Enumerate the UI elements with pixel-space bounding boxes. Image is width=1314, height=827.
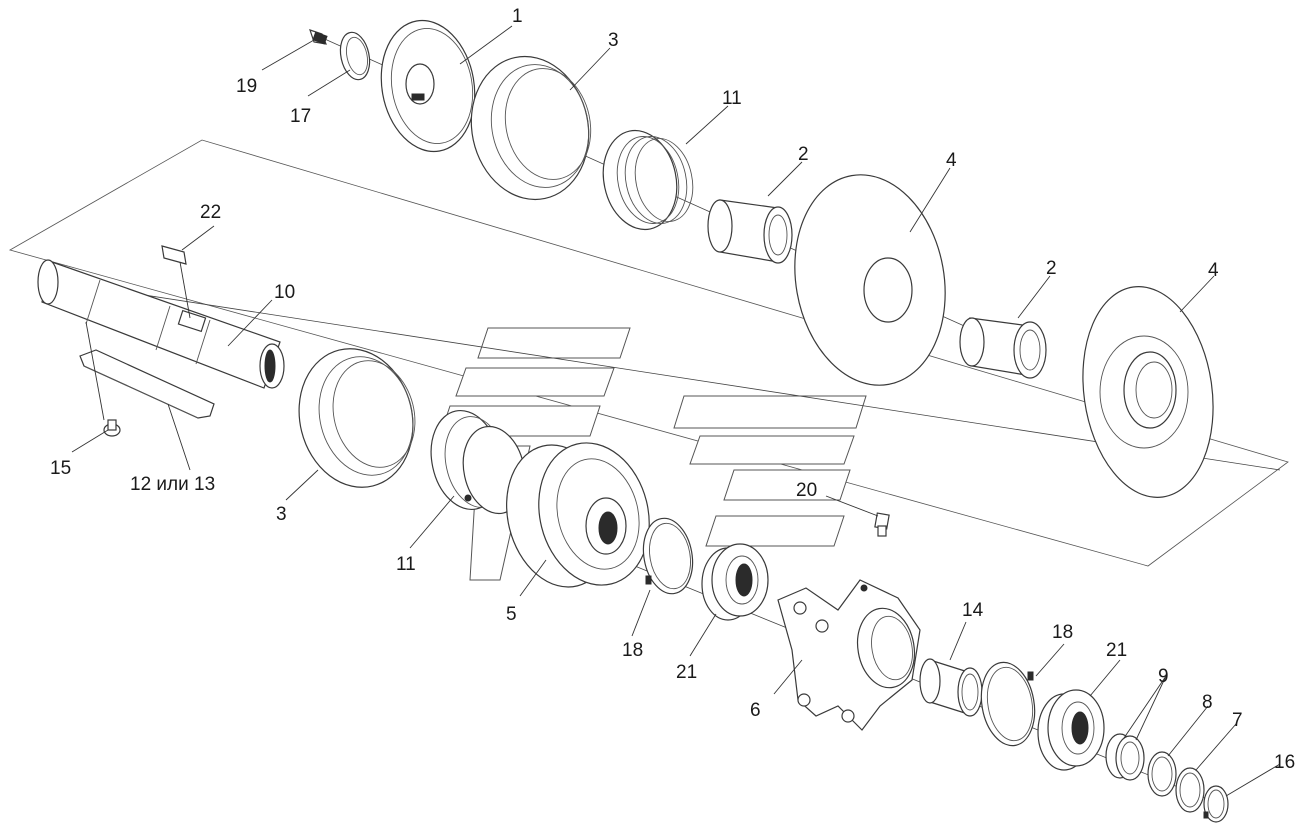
callout-labels: 1 3 11 2 4 2 4 19 17 22 10 15 12 или 13 … (50, 6, 1295, 773)
axis-lower (59, 281, 1281, 471)
callout-6: 6 (750, 700, 761, 721)
callout-9: 9 (1158, 666, 1169, 687)
callout-2-upper: 2 (798, 144, 809, 165)
part-7-ring (1175, 767, 1205, 813)
callout-4-lower: 4 (1208, 260, 1219, 281)
callout-12-or-13: 12 или 13 (130, 474, 215, 495)
part-14-sleeve (919, 658, 983, 717)
callout-14: 14 (962, 600, 984, 621)
callout-15: 15 (50, 458, 71, 479)
part-10-shaft (37, 259, 285, 389)
part-11-spring-upper (602, 129, 694, 231)
callout-17: 17 (290, 106, 311, 127)
callout-2-lower: 2 (1046, 258, 1057, 279)
part-4-flanged-disc (1082, 286, 1214, 498)
part-2-bushing-lower (959, 317, 1047, 379)
callout-21-left: 21 (676, 662, 697, 683)
callout-3-lower: 3 (276, 504, 287, 525)
part-6-bracket (777, 579, 921, 731)
part-2-bushing-upper (707, 199, 793, 264)
callout-18-right: 18 (1052, 622, 1073, 643)
part-12-or-13-bar (79, 349, 215, 419)
part-22-key (161, 245, 187, 265)
part-16-circlip (1203, 785, 1229, 823)
part-3-seal-housing-upper (470, 55, 592, 201)
part-4-flat-disc (794, 174, 946, 386)
callout-22: 22 (200, 202, 221, 223)
part-3-seal-housing-lower (298, 348, 416, 488)
part-18-snap-ring-left (642, 517, 694, 595)
part-19-grease-fitting (309, 29, 328, 45)
callout-11-upper: 11 (722, 88, 742, 109)
part-9-seal-rings (1105, 733, 1145, 781)
callout-4-upper: 4 (946, 150, 957, 171)
callout-5: 5 (506, 604, 517, 625)
part-21-bearing-right (1037, 689, 1105, 771)
part-21-bearing-left (701, 543, 769, 621)
part-8-ring (1147, 751, 1177, 797)
callout-21-right: 21 (1106, 640, 1127, 661)
callout-11-lower: 11 (396, 554, 416, 575)
leader-lines (71, 25, 1281, 797)
part-20-grease-fitting (874, 512, 890, 537)
callout-1: 1 (512, 6, 523, 27)
part-18-snap-ring-right (980, 661, 1036, 747)
callout-19: 19 (236, 76, 257, 97)
callout-10: 10 (274, 282, 295, 303)
part-15-bolt (103, 419, 121, 437)
callout-20: 20 (796, 480, 817, 501)
callout-7: 7 (1232, 710, 1243, 731)
callout-8: 8 (1202, 692, 1213, 713)
callout-3-upper: 3 (608, 30, 619, 51)
part-1-cover-disc (380, 19, 476, 153)
callout-18-left: 18 (622, 640, 643, 661)
callout-16: 16 (1274, 752, 1295, 773)
part-5-roller-body (506, 442, 650, 588)
